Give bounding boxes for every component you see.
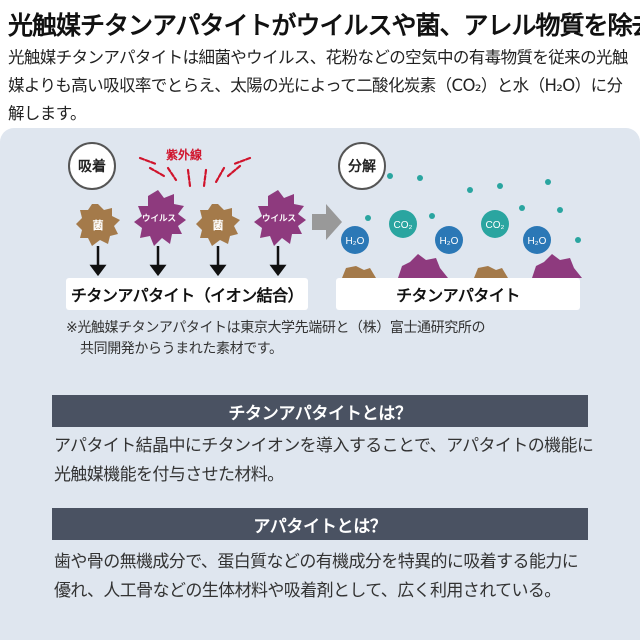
page-title: 光触媒チタンアパタイトがウイルスや菌、アレル物質を除去: [8, 11, 640, 40]
svg-text:CO₂: CO₂: [394, 220, 413, 231]
footnote-line-1: ※光触媒チタンアパタイトは東京大学先端研と（株）富士通研究所の: [66, 320, 486, 336]
footnote-line-2: 共同開発からうまれた素材です。: [80, 341, 283, 357]
virus-label-1: ウイルス: [142, 214, 176, 224]
germ-icon-2: [196, 204, 240, 246]
decompose-label: 分解: [338, 142, 386, 190]
intro-text: 光触媒チタンアパタイトは細菌やウイルス、花粉などの空気中の有毒物質を従来の光触媒…: [8, 48, 628, 123]
virus-icon-1: [134, 190, 186, 246]
germ-icon-1: [76, 204, 120, 246]
h2o-molecule-1: H₂O: [341, 226, 369, 254]
section-body-apatite: 歯や骨の無機成分で、蛋白質などの有機成分を特異的に吸着する能力に優れ、人工骨など…: [54, 552, 579, 601]
co2-molecule-1: CO₂: [389, 210, 417, 238]
remnant-virus-1: [398, 254, 448, 278]
svg-text:H₂O: H₂O: [440, 236, 459, 247]
right-base-bar: チタンアパタイト: [336, 278, 580, 310]
remnant-germ-1: [342, 266, 376, 278]
remnant-virus-2: [532, 254, 582, 278]
virus-icon-2: [254, 190, 306, 246]
co2-molecule-2: CO₂: [481, 210, 509, 238]
photocatalyst-diagram: H₂O CO₂ H₂O CO₂ H₂O 菌 菌 ウイルス ウイルス: [76, 156, 582, 278]
section-heading-titanium-apatite: チタンアパタイトとは？: [52, 395, 588, 427]
uv-rays-icon: [138, 156, 252, 188]
adsorption-arrows-icon: [89, 246, 287, 277]
svg-text:CO₂: CO₂: [486, 220, 505, 231]
footnote: ※光触媒チタンアパタイトは東京大学先端研と（株）富士通研究所の 共同開発からうま…: [66, 318, 485, 360]
h2o-molecule-2: H₂O: [435, 226, 463, 254]
germ-label-2: 菌: [213, 218, 224, 232]
uv-label: 紫外線: [166, 148, 203, 162]
germ-label-1: 菌: [93, 218, 104, 232]
remnant-germ-2: [474, 266, 508, 278]
svg-text:H₂O: H₂O: [528, 236, 547, 247]
adsorb-label: 吸着: [68, 142, 116, 190]
section-body-titanium-apatite: アパタイト結晶中にチタンイオンを導入することで、アパタイトの機能に光触媒機能を付…: [54, 436, 594, 485]
left-base-bar: チタンアパタイト（イオン結合）: [66, 278, 308, 310]
virus-label-2: ウイルス: [262, 214, 296, 224]
section-heading-apatite: アパタイトとは？: [52, 508, 588, 540]
svg-text:H₂O: H₂O: [346, 236, 365, 247]
transition-arrow-icon: [312, 204, 342, 240]
h2o-molecule-3: H₂O: [523, 226, 551, 254]
